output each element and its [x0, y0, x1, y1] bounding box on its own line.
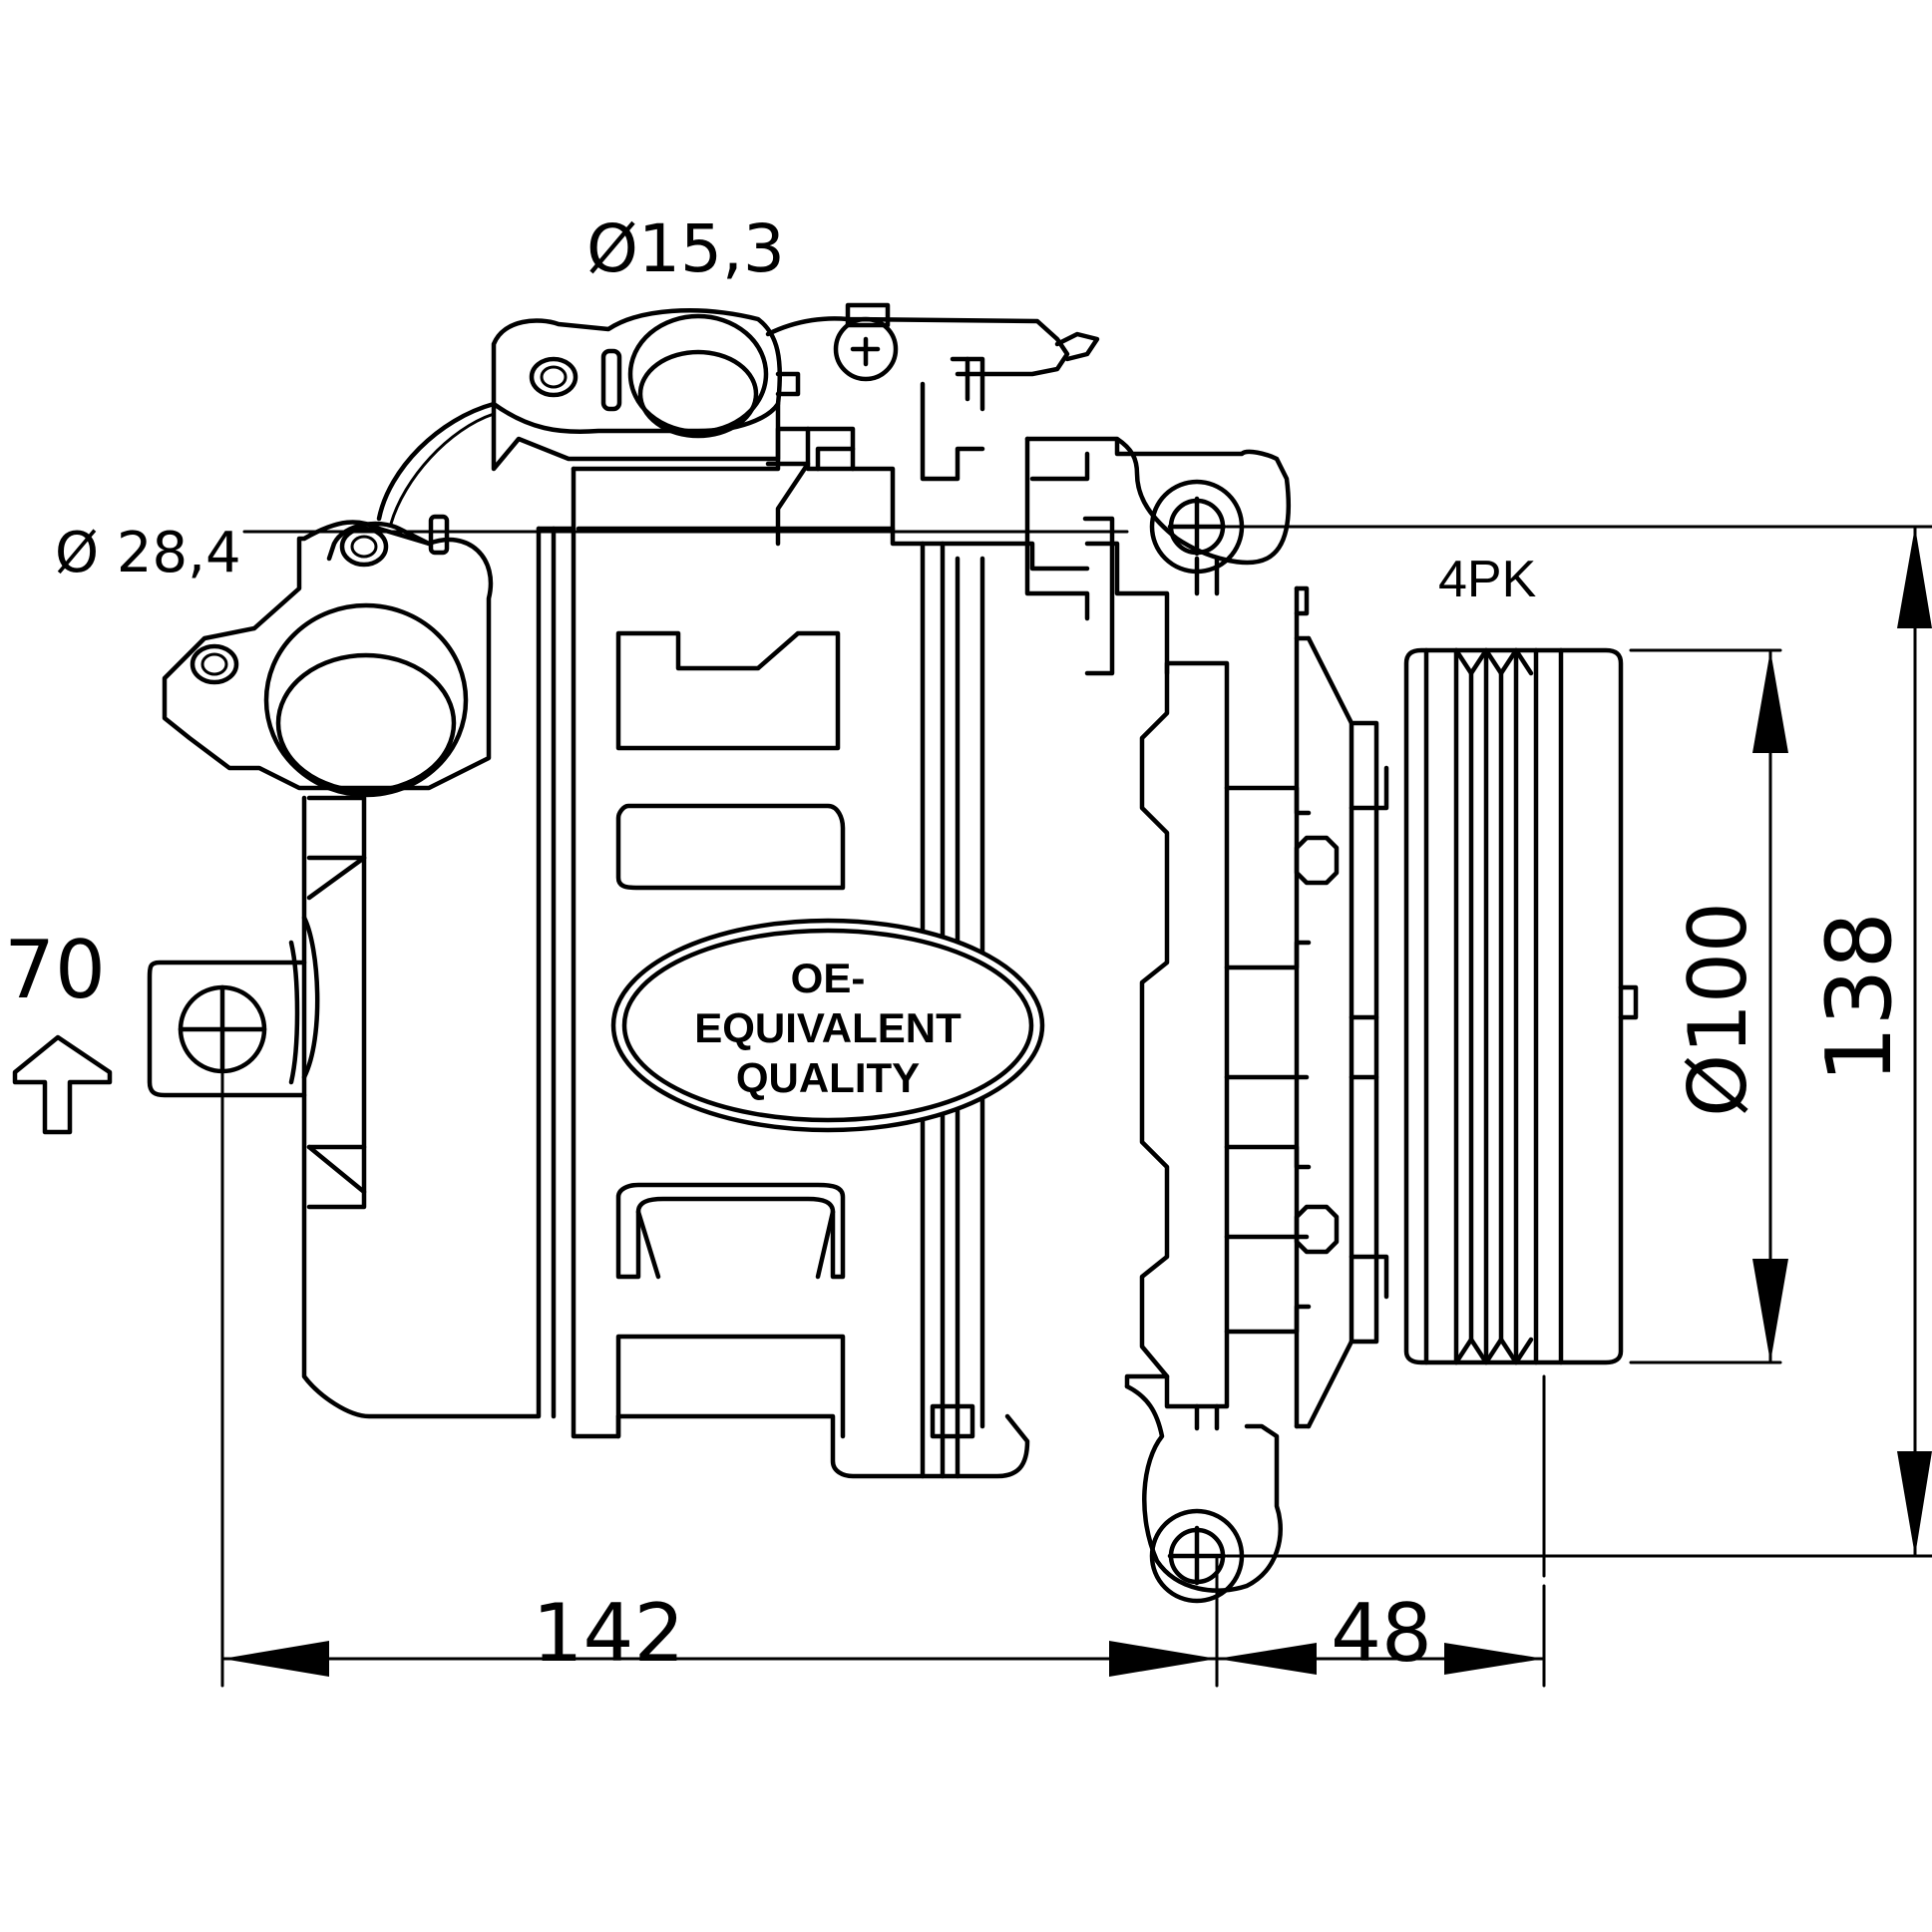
label-belt-profile: 4PK [1438, 551, 1537, 608]
pressure-sensor [765, 302, 1100, 482]
badge-line-3: QUALITY [736, 1054, 920, 1101]
oe-quality-badge: OE- EQUIVALENT QUALITY [610, 918, 1045, 1133]
label-dim-48: 48 [1331, 1587, 1432, 1680]
dimension-lines [220, 525, 1932, 1688]
badge-line-2: EQUIVALENT [694, 1004, 962, 1051]
discharge-port-flange [491, 308, 801, 472]
badge-line-1: OE- [791, 955, 866, 1001]
label-diameter-28-4: Ø 28,4 [55, 521, 241, 585]
dimension-labels: Ø15,3 Ø 28,4 4PK 142 48 70 138 Ø100 [4, 210, 1912, 1680]
left-mounting-ear [147, 960, 307, 1098]
suction-port-flange [162, 514, 494, 798]
clutch-housing [1024, 436, 1389, 1604]
pulley [1403, 647, 1639, 1365]
label-diameter-15-3: Ø15,3 [586, 210, 785, 287]
view-direction-arrow-icon [12, 1034, 113, 1135]
label-dim-142: 142 [533, 1587, 685, 1680]
label-diameter-100: Ø100 [1672, 902, 1764, 1117]
label-dim-138: 138 [1807, 912, 1912, 1083]
sensor-wire [376, 401, 497, 522]
label-dim-70: 70 [4, 924, 106, 1016]
